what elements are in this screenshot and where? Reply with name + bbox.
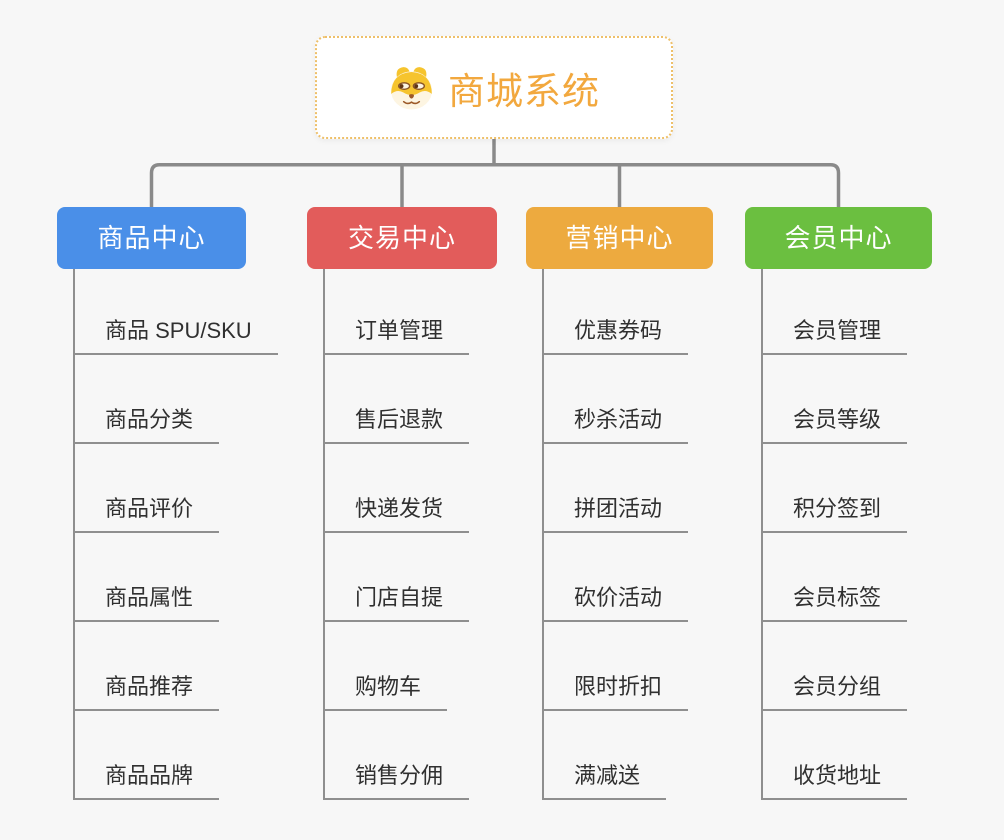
child-topic-label: 会员管理 — [761, 313, 908, 355]
doge-face-icon — [388, 65, 435, 110]
child-topic[interactable]: 会员管理 — [761, 269, 908, 355]
child-topic[interactable]: 优惠券码 — [542, 269, 689, 355]
child-topic-label: 商品属性 — [73, 580, 220, 622]
child-topic-label: 积分签到 — [761, 491, 908, 533]
child-topic[interactable]: 积分签到 — [761, 444, 908, 533]
child-topic[interactable]: 收货地址 — [761, 711, 908, 800]
branch-children-marketing-center: 优惠券码 秒杀活动 拼团活动 砍价活动 限时折扣 满减送 — [542, 269, 689, 800]
child-topic[interactable]: 购物车 — [323, 622, 469, 711]
child-topic[interactable]: 订单管理 — [323, 269, 470, 355]
child-topic[interactable]: 商品推荐 — [73, 622, 278, 711]
child-topic[interactable]: 商品评价 — [73, 444, 278, 533]
child-topic[interactable]: 商品属性 — [73, 533, 278, 622]
child-topic-label: 砍价活动 — [542, 580, 689, 622]
child-topic[interactable]: 会员标签 — [761, 533, 908, 622]
child-topic-label: 商品 SPU/SKU — [73, 313, 278, 355]
child-topic[interactable]: 会员分组 — [761, 622, 908, 711]
child-topic-label: 商品分类 — [73, 402, 220, 444]
branch-children-product-center: 商品 SPU/SKU 商品分类 商品评价 商品属性 商品推荐 商品品牌 — [73, 269, 278, 800]
child-topic[interactable]: 快递发货 — [323, 444, 470, 533]
child-topic-label: 售后退款 — [323, 402, 470, 444]
branch-bus-line — [149, 163, 841, 207]
child-topic-label: 订单管理 — [323, 313, 470, 355]
child-topic-label: 快递发货 — [323, 491, 470, 533]
root-title: 商城系统 — [448, 70, 600, 112]
child-topic[interactable]: 满减送 — [542, 711, 688, 800]
child-topic[interactable]: 会员等级 — [761, 355, 908, 444]
child-topic-label: 会员分组 — [761, 669, 908, 711]
branch-node-product-center[interactable]: 商品中心 — [57, 207, 246, 269]
branch-children-trade-center: 订单管理 售后退款 快递发货 门店自提 购物车 销售分佣 — [323, 269, 470, 800]
child-topic-label: 门店自提 — [323, 580, 470, 622]
child-topic-label: 购物车 — [323, 669, 448, 711]
child-topic-label: 收货地址 — [761, 758, 908, 800]
child-topic-label: 商品品牌 — [73, 758, 220, 800]
child-topic-label: 拼团活动 — [542, 491, 689, 533]
child-topic[interactable]: 商品分类 — [73, 355, 278, 444]
child-topic[interactable]: 门店自提 — [323, 533, 470, 622]
root-node[interactable]: 商城系统 — [315, 36, 673, 139]
child-topic-label: 会员等级 — [761, 402, 908, 444]
branch-children-member-center: 会员管理 会员等级 积分签到 会员标签 会员分组 收货地址 — [761, 269, 908, 800]
branch-node-member-center[interactable]: 会员中心 — [745, 207, 932, 269]
child-topic-label: 商品评价 — [73, 491, 220, 533]
child-topic-label: 会员标签 — [761, 580, 908, 622]
child-topic-label: 销售分佣 — [323, 758, 470, 800]
child-topic[interactable]: 拼团活动 — [542, 444, 689, 533]
child-topic[interactable]: 限时折扣 — [542, 622, 689, 711]
child-topic[interactable]: 售后退款 — [323, 355, 470, 444]
child-topic-label: 秒杀活动 — [542, 402, 689, 444]
child-topic[interactable]: 商品品牌 — [73, 711, 278, 800]
child-topic-label: 满减送 — [542, 758, 667, 800]
child-topic[interactable]: 销售分佣 — [323, 711, 470, 800]
child-topic-label: 商品推荐 — [73, 669, 220, 711]
child-topic[interactable]: 秒杀活动 — [542, 355, 689, 444]
branch-node-trade-center[interactable]: 交易中心 — [307, 207, 497, 269]
branch-node-marketing-center[interactable]: 营销中心 — [526, 207, 713, 269]
child-topic[interactable]: 商品 SPU/SKU — [73, 269, 278, 355]
child-topic-label: 优惠券码 — [542, 313, 689, 355]
child-topic[interactable]: 砍价活动 — [542, 533, 689, 622]
child-topic-label: 限时折扣 — [542, 669, 689, 711]
